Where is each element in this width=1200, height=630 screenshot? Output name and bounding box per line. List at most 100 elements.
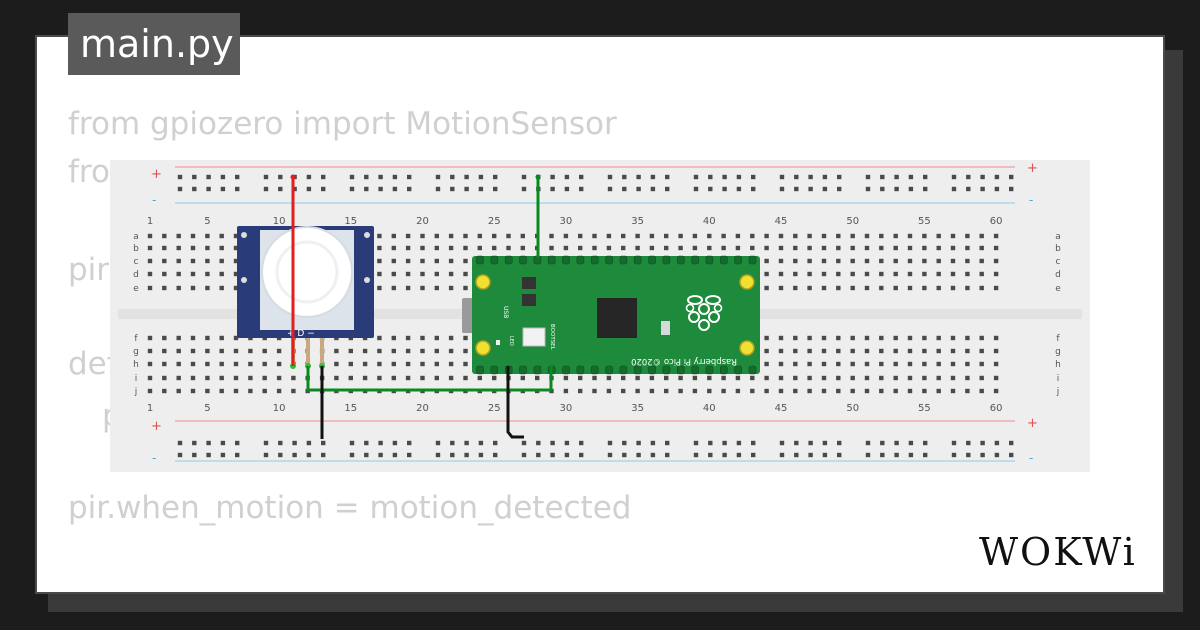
breadboard-hole <box>793 388 798 394</box>
breadboard-hole <box>649 375 655 381</box>
rail-hole <box>736 186 742 192</box>
breadboard-hole <box>836 233 841 239</box>
breadboard-hole <box>993 375 999 381</box>
breadboard-hole <box>664 245 669 251</box>
breadboard-hole <box>592 388 597 394</box>
breadboard-hole <box>893 361 898 367</box>
breadboard-hole <box>950 388 956 394</box>
rail-hole <box>908 452 914 458</box>
breadboard-hole <box>879 348 884 354</box>
breadboard-hole <box>864 233 870 239</box>
breadboard-hole <box>821 348 827 354</box>
breadboard-hole <box>850 335 855 341</box>
breadboard-hole <box>950 233 956 239</box>
pico-pin <box>519 255 527 265</box>
breadboard-hole <box>276 375 282 381</box>
rail-hole <box>1009 452 1014 458</box>
pir-mount-hole-r <box>364 277 370 283</box>
row-label: d <box>1055 270 1061 280</box>
breadboard-hole <box>635 245 640 251</box>
breadboard-hole <box>563 388 569 394</box>
rail-hole <box>206 174 211 180</box>
breadboard-hole <box>850 285 855 291</box>
breadboard-hole <box>864 361 870 367</box>
breadboard-hole <box>635 388 640 394</box>
breadboard-hole <box>233 245 239 251</box>
rail-hole <box>192 186 197 192</box>
raspberry-pi-pico[interactable]: USB LED BOOTSEL Raspberry Pi Pico ©2020 <box>462 255 760 375</box>
breadboard-hole <box>162 233 167 239</box>
breadboard-hole <box>219 233 224 239</box>
breadboard-holes <box>147 174 1014 458</box>
breadboard-hole <box>248 375 253 381</box>
breadboard-hole <box>778 271 784 277</box>
pir-pin-minus <box>320 338 324 366</box>
breadboard-hole <box>764 258 769 264</box>
breadboard-hole <box>162 388 167 394</box>
breadboard-hole <box>907 245 913 251</box>
breadboard-hole <box>879 361 884 367</box>
breadboard-hole <box>993 245 999 251</box>
row-label: e <box>133 284 139 294</box>
column-label: 1 <box>147 403 153 414</box>
breadboard-hole <box>262 388 267 394</box>
breadboard-hole <box>750 233 755 239</box>
pico-pin <box>648 255 656 265</box>
breadboard-hole <box>448 271 454 277</box>
rail-hole <box>751 440 756 446</box>
breadboard-hole <box>463 361 468 367</box>
pico-pin <box>562 365 570 375</box>
pico-pin <box>691 365 699 375</box>
breadboard-hole <box>176 335 181 341</box>
breadboard-hole <box>162 375 167 381</box>
rail-hole <box>364 186 369 192</box>
breadboard-hole <box>993 348 999 354</box>
breadboard-hole <box>377 258 382 264</box>
breadboard-hole <box>190 335 196 341</box>
breadboard-hole <box>205 233 210 239</box>
rail-hole <box>708 186 713 192</box>
breadboard-hole <box>405 335 411 341</box>
breadboard-hole <box>936 258 941 264</box>
pico-bootsel-button[interactable] <box>522 327 546 347</box>
breadboard-hole <box>219 285 224 291</box>
pico-pin <box>705 365 714 375</box>
breadboard-hole <box>678 245 683 251</box>
breadboard-hole <box>147 375 153 381</box>
pico-mount-hole-tr <box>739 274 755 290</box>
breadboard-hole <box>836 258 841 264</box>
breadboard-hole <box>262 375 267 381</box>
rail-hole <box>235 440 240 446</box>
raspberry-pi-logo-icon <box>685 295 723 331</box>
breadboard-hole <box>807 258 812 264</box>
breadboard-hole <box>707 245 712 251</box>
rail-hole <box>908 186 914 192</box>
breadboard-hole <box>377 348 382 354</box>
rail-hole <box>177 174 183 180</box>
breadboard-hole <box>979 245 984 251</box>
breadboard-hole <box>405 375 411 381</box>
rail-hole <box>865 174 871 180</box>
pir-motion-sensor[interactable]: + D − <box>237 226 374 369</box>
rail-hole <box>693 440 699 446</box>
breadboard-hole <box>735 245 741 251</box>
breadboard-hole <box>506 245 511 251</box>
rail-hole <box>306 174 312 180</box>
rail-hole <box>923 174 928 180</box>
rail-hole <box>994 452 1000 458</box>
row-label: h <box>1055 360 1061 370</box>
breadboard-hole <box>405 348 411 354</box>
rail-hole <box>966 186 971 192</box>
breadboard-hole <box>965 375 970 381</box>
rail-hole <box>464 174 469 180</box>
row-label: f <box>134 334 138 344</box>
rail-hole <box>908 440 914 446</box>
rail-hole <box>1009 186 1014 192</box>
rail-hole <box>450 440 455 446</box>
breadboard-hole <box>807 361 812 367</box>
breadboard-hole <box>563 233 569 239</box>
breadboard-hole <box>448 335 454 341</box>
breadboard-hole <box>621 245 626 251</box>
breadboard-hole <box>893 285 898 291</box>
